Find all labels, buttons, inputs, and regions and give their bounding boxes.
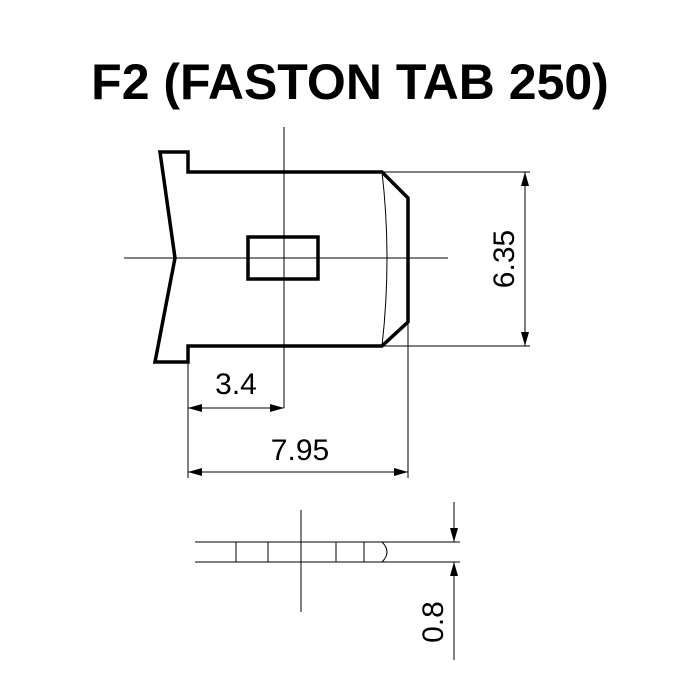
diagram-title: F2 (FASTON TAB 250) <box>91 54 609 110</box>
height-dimension: 6.35 <box>382 171 530 347</box>
tab-chamfer-edge <box>381 171 388 347</box>
length-dimension-label: 7.95 <box>271 434 329 467</box>
thickness-dimension-label: 0.8 <box>417 601 450 643</box>
tab-outline <box>152 150 410 364</box>
thickness-dimension: 0.8 <box>417 502 458 660</box>
height-dimension-label: 6.35 <box>488 230 521 288</box>
tab-top-view <box>124 127 448 408</box>
tab-side-view <box>195 510 460 612</box>
hole-offset-label: 3.4 <box>215 368 257 401</box>
length-dimension: 7.95 <box>188 322 409 478</box>
hole-offset-dimension: 3.4 <box>187 362 284 478</box>
